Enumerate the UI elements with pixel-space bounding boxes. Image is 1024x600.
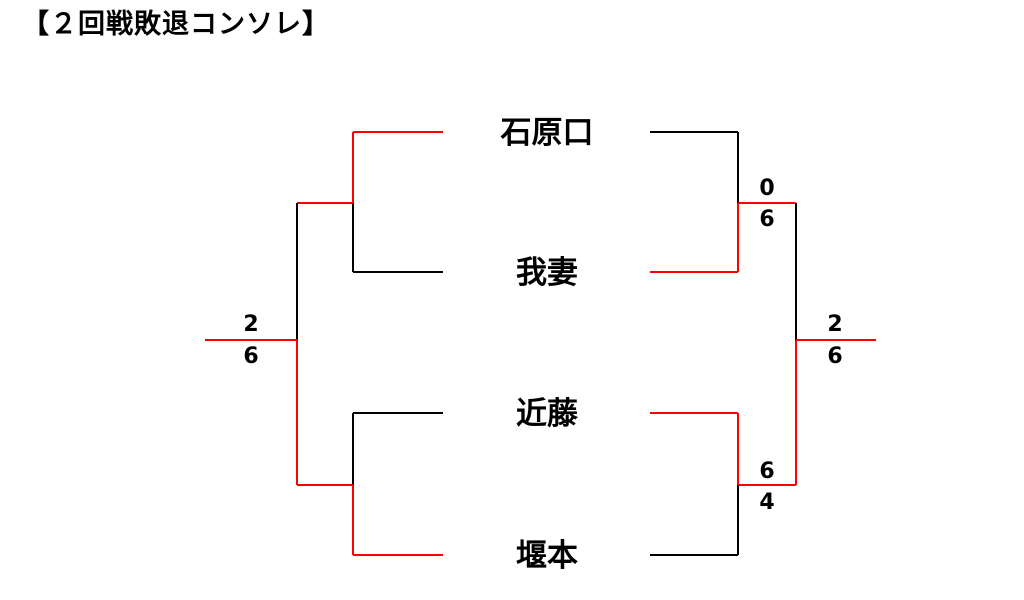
score: 4: [759, 490, 774, 515]
score: 2: [827, 312, 842, 337]
score: 2: [243, 312, 258, 337]
score: 6: [243, 344, 258, 369]
player-name: 堰本: [516, 538, 578, 574]
score: 6: [827, 344, 842, 369]
score: 0: [759, 176, 774, 201]
player-name: 石原口: [500, 115, 594, 151]
page-title: 【２回戦敗退コンソレ】: [22, 9, 330, 40]
left-bracket: [205, 131, 443, 556]
player-name: 近藤: [516, 396, 579, 432]
score: 6: [759, 207, 774, 232]
score: 6: [759, 459, 774, 484]
right-bracket: [650, 131, 876, 556]
player-name: 我妻: [516, 255, 578, 291]
